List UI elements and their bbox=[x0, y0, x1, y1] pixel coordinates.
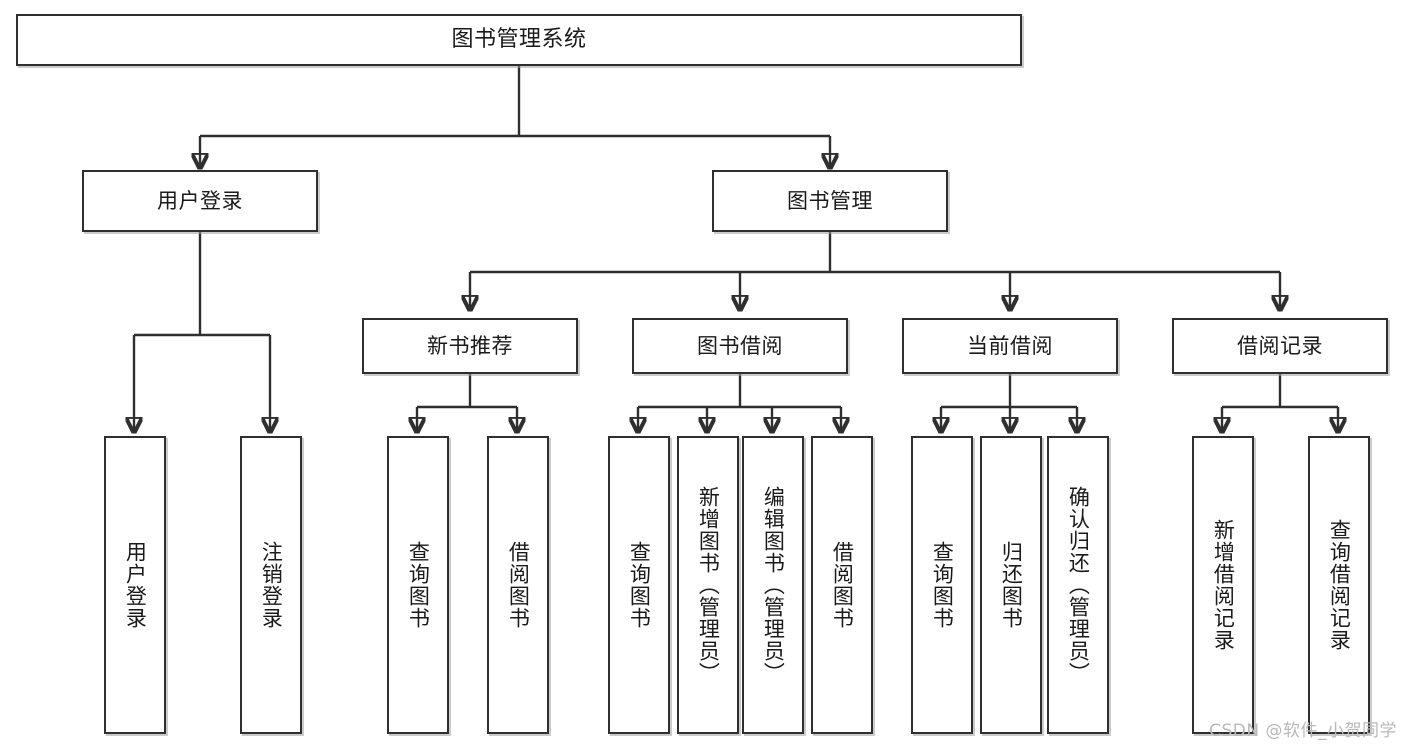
node-label: 查询借阅记录 bbox=[1327, 519, 1352, 651]
leaf-query-book-borrow[interactable]: 查询图书 bbox=[608, 436, 670, 734]
node-label: 当前借阅 bbox=[967, 333, 1053, 358]
leaf-query-book-recommend[interactable]: 查询图书 bbox=[387, 436, 449, 734]
leaf-add-book[interactable]: 新增图书（管理员） bbox=[677, 436, 739, 734]
leaf-query-book-current[interactable]: 查询图书 bbox=[911, 436, 973, 734]
node-label: 借阅图书 bbox=[506, 541, 531, 629]
node-book-borrow[interactable]: 图书借阅 bbox=[632, 318, 848, 374]
node-book-management[interactable]: 图书管理 bbox=[712, 170, 948, 232]
node-new-book-recommend[interactable]: 新书推荐 bbox=[362, 318, 578, 374]
node-borrow-record[interactable]: 借阅记录 bbox=[1172, 318, 1388, 374]
node-user-login[interactable]: 用户登录 bbox=[82, 170, 318, 232]
node-label: 用户登录 bbox=[157, 188, 243, 213]
node-label: 查询图书 bbox=[627, 541, 652, 629]
node-label: 新增借阅记录 bbox=[1211, 519, 1236, 651]
node-label: 注销登录 bbox=[259, 541, 284, 629]
leaf-user-logout[interactable]: 注销登录 bbox=[240, 436, 302, 734]
node-label: 图书管理 bbox=[787, 188, 873, 213]
node-label: 借阅图书 bbox=[830, 541, 855, 629]
node-label: 用户登录 bbox=[123, 541, 148, 629]
node-label: 归还图书 bbox=[999, 541, 1024, 629]
leaf-borrow-book-recommend[interactable]: 借阅图书 bbox=[487, 436, 549, 734]
leaf-return-book[interactable]: 归还图书 bbox=[980, 436, 1042, 734]
leaf-borrow-book[interactable]: 借阅图书 bbox=[811, 436, 873, 734]
leaf-user-login[interactable]: 用户登录 bbox=[104, 436, 166, 734]
watermark: CSDN @软件_小贺同学 bbox=[1209, 721, 1397, 741]
node-label: 查询图书 bbox=[406, 541, 431, 629]
node-label: 图书管理系统 bbox=[451, 27, 587, 53]
leaf-confirm-return[interactable]: 确认归还（管理员） bbox=[1047, 436, 1109, 734]
node-label: 图书借阅 bbox=[697, 333, 783, 358]
node-label: 编辑图书（管理员） bbox=[761, 486, 786, 684]
node-label: 确认归还（管理员） bbox=[1066, 486, 1091, 684]
node-label: 新增图书（管理员） bbox=[696, 486, 721, 684]
node-label: 借阅记录 bbox=[1237, 333, 1323, 358]
node-label: 新书推荐 bbox=[427, 333, 513, 358]
leaf-query-borrow-record[interactable]: 查询借阅记录 bbox=[1308, 436, 1370, 734]
leaf-edit-book[interactable]: 编辑图书（管理员） bbox=[742, 436, 804, 734]
node-current-borrow[interactable]: 当前借阅 bbox=[902, 318, 1118, 374]
node-label: 查询图书 bbox=[930, 541, 955, 629]
leaf-add-borrow-record[interactable]: 新增借阅记录 bbox=[1192, 436, 1254, 734]
node-book-management-system[interactable]: 图书管理系统 bbox=[16, 14, 1022, 66]
